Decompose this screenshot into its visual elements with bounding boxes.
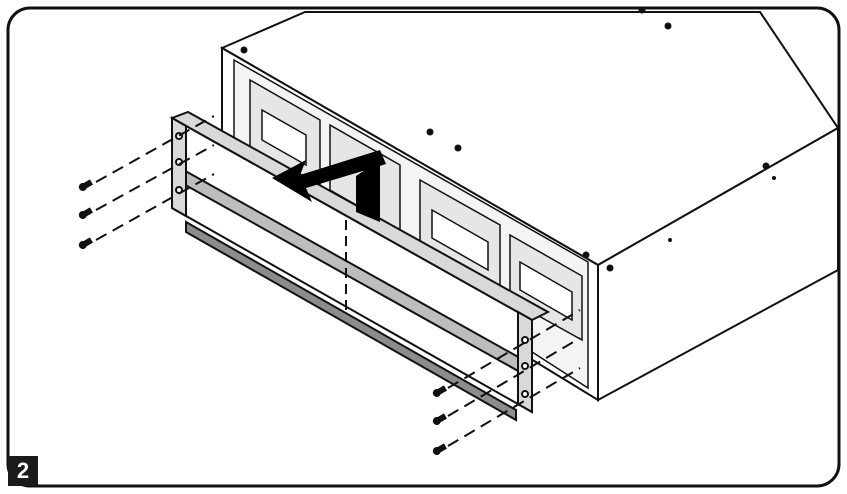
battery-handle-3 bbox=[431, 208, 489, 272]
dash-path bbox=[95, 115, 215, 183]
screw-icon bbox=[432, 443, 447, 455]
ear-hole bbox=[521, 362, 529, 370]
battery-handle-1 bbox=[261, 108, 307, 167]
chassis-screws bbox=[240, 6, 776, 272]
dash-path bbox=[447, 367, 581, 447]
screw-icon bbox=[78, 207, 93, 219]
bracket-top-flange bbox=[169, 110, 551, 322]
battery-handle-4 bbox=[519, 260, 573, 322]
arrow-pull-out bbox=[272, 150, 386, 202]
screws-left bbox=[78, 179, 93, 249]
screw-dot bbox=[240, 46, 248, 54]
mounting-bracket-icon bbox=[169, 110, 551, 422]
step-number-badge: 2 bbox=[8, 456, 38, 486]
screw-dot bbox=[668, 238, 672, 242]
screw-dot bbox=[606, 264, 614, 272]
bracket-bottom-lip bbox=[185, 220, 517, 422]
screw-dot bbox=[664, 22, 672, 30]
screw-dot bbox=[638, 6, 646, 14]
dash-path bbox=[447, 337, 581, 417]
ear-hole bbox=[521, 390, 529, 398]
screw-dot bbox=[762, 162, 770, 170]
screw-dot bbox=[772, 176, 776, 180]
ear-hole bbox=[521, 336, 529, 344]
dash-path bbox=[95, 173, 215, 241]
removal-arrow-icon bbox=[272, 150, 386, 222]
screw-icon bbox=[432, 413, 447, 425]
screw-icon bbox=[78, 179, 93, 191]
screw-dot bbox=[426, 128, 434, 136]
dash-path bbox=[447, 309, 581, 389]
screws-right bbox=[432, 385, 447, 455]
screw-paths-right bbox=[447, 309, 581, 447]
screw-dot bbox=[582, 251, 590, 259]
dash-path bbox=[95, 144, 215, 211]
screw-paths-left bbox=[95, 115, 215, 241]
screw-icon bbox=[432, 385, 447, 397]
arrow-lift bbox=[356, 160, 380, 222]
battery-packs bbox=[249, 78, 583, 342]
screw-icon bbox=[78, 237, 93, 249]
screw-dot bbox=[454, 144, 462, 152]
